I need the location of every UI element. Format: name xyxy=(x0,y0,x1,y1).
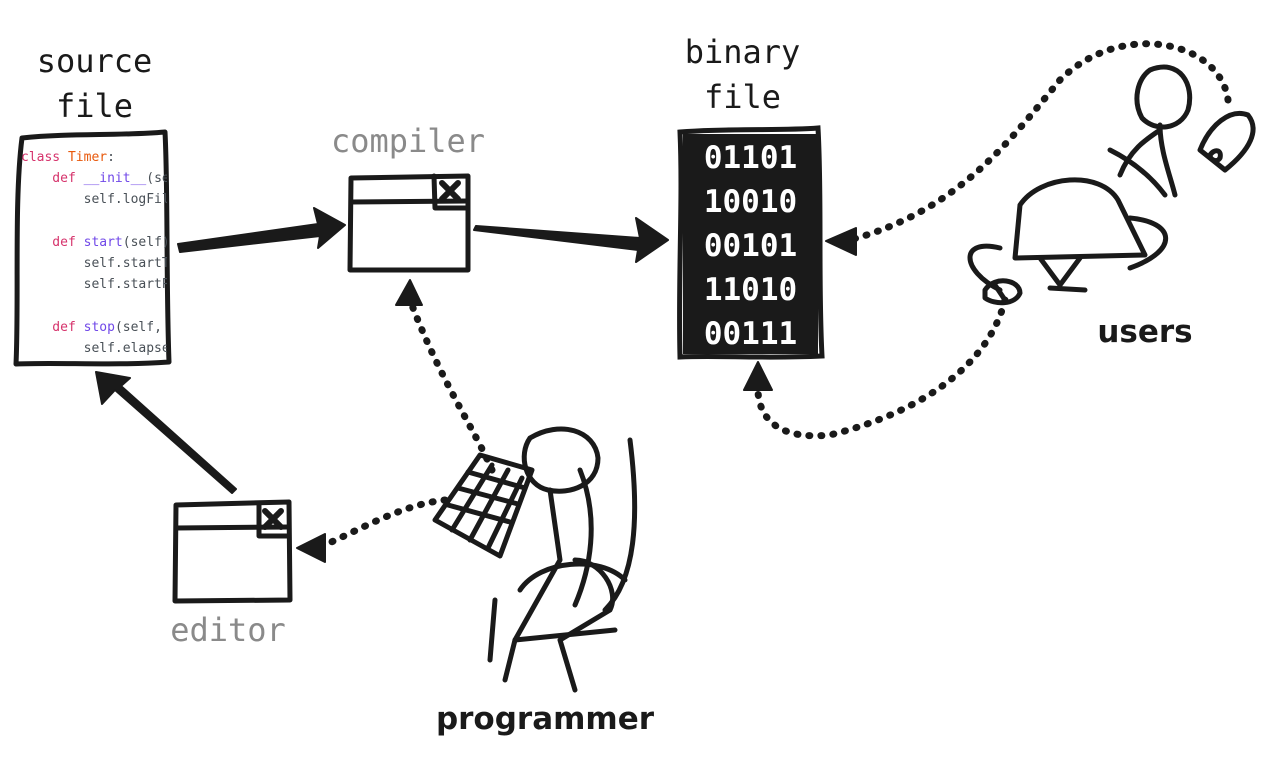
source-file-frame xyxy=(13,129,172,367)
source-code-line: self.startPr xyxy=(21,278,167,291)
binary-row: 11010 xyxy=(703,272,798,308)
code-token: (self, i xyxy=(114,319,162,335)
programmer-to-editor-dotted xyxy=(314,496,449,552)
source-code-line: self.elapsed xyxy=(21,342,167,355)
editor-window xyxy=(172,499,293,604)
binary-row: 00101 xyxy=(703,228,798,264)
binary-row: 00111 xyxy=(703,316,798,352)
code-token: def xyxy=(21,319,84,335)
binary-file-panel xyxy=(677,125,825,360)
code-token: self.startTime xyxy=(83,256,167,271)
users-binary-arrowhead xyxy=(825,227,857,256)
programmer-to-compiler-dotted xyxy=(406,296,496,474)
programmer-label: programmer xyxy=(435,701,655,737)
programmer-compiler-arrowhead xyxy=(395,279,423,306)
code-token: start xyxy=(83,234,123,250)
user-figure xyxy=(967,64,1256,293)
code-token: Timer xyxy=(67,150,108,165)
binary-file-label-line: file xyxy=(703,78,782,116)
source-code-line: self.logFile xyxy=(21,193,167,206)
binary-file-label-line: binary xyxy=(684,33,801,71)
code-token: self.startPr xyxy=(21,277,167,293)
binary-row: 01101 xyxy=(703,140,798,176)
editor-label: editor xyxy=(170,611,286,649)
mouse-to-binary-dotted xyxy=(754,296,1009,440)
source-code-line: def start(self): xyxy=(21,236,167,249)
source-file-label-line: file xyxy=(55,87,134,125)
code-token: (self): xyxy=(122,234,167,250)
mouse-binary-arrowhead xyxy=(743,361,773,391)
users-label: users xyxy=(1097,314,1193,350)
users-to-binary-dotted xyxy=(846,40,1232,244)
code-token: def xyxy=(21,234,84,250)
code-token: stop xyxy=(83,319,115,335)
source-file-label-line: source xyxy=(36,42,153,80)
source-file-label: source file xyxy=(22,45,167,135)
code-token: self.elapsed xyxy=(21,340,167,356)
editor-to-source-arrow xyxy=(95,371,237,494)
binary-file-label: binary file xyxy=(670,36,815,126)
code-token: : xyxy=(107,150,115,165)
source-code-line: def stop(self, i xyxy=(21,321,167,334)
source-code-panel: class Timer: def __init__(self self.logF… xyxy=(17,137,167,363)
code-token: __init__ xyxy=(83,171,147,187)
compiler-label: compiler xyxy=(330,122,486,160)
source-to-compiler-arrow xyxy=(177,207,346,253)
source-code-line: def __init__(self xyxy=(21,172,167,185)
source-code-line: class Timer: xyxy=(21,151,115,164)
editor-arrowhead xyxy=(296,533,326,563)
code-token: def xyxy=(21,171,84,187)
keyboard-icon xyxy=(432,452,535,559)
code-token: class xyxy=(21,150,68,165)
compiler-to-binary-arrow xyxy=(473,217,669,263)
binary-row: 10010 xyxy=(703,184,798,220)
code-token: (self xyxy=(146,171,167,187)
code-token: self.logFile xyxy=(21,192,167,208)
source-code-line: self.startTime xyxy=(21,257,167,270)
mouse-icon xyxy=(982,278,1023,306)
compiler-window xyxy=(347,173,471,273)
programmer-figure xyxy=(487,426,638,693)
